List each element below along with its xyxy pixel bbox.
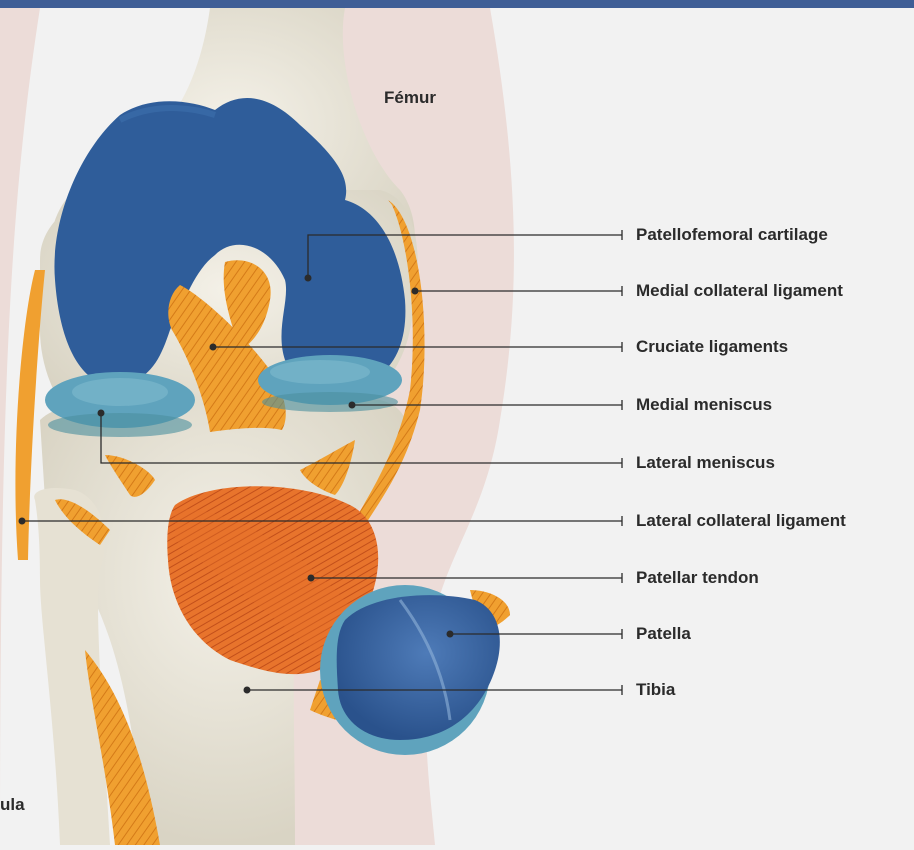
callout-patellofemoral-cartilage: Patellofemoral cartilage [636, 225, 828, 245]
femur-label: Fémur [384, 88, 436, 108]
callout-tibia: Tibia [636, 680, 675, 700]
callout-lateral-collateral-ligament: Lateral collateral ligament [636, 511, 846, 531]
callout-cruciate-ligaments: Cruciate ligaments [636, 337, 788, 357]
callout-lateral-meniscus: Lateral meniscus [636, 453, 775, 473]
callout-patella: Patella [636, 624, 691, 644]
patella-shape [337, 595, 500, 740]
callout-medial-collateral-ligament: Medial collateral ligament [636, 281, 843, 301]
callout-patellar-tendon: Patellar tendon [636, 568, 759, 588]
callout-medial-meniscus: Medial meniscus [636, 395, 772, 415]
top-bar [0, 0, 914, 8]
fibula-label: ula [0, 795, 25, 815]
